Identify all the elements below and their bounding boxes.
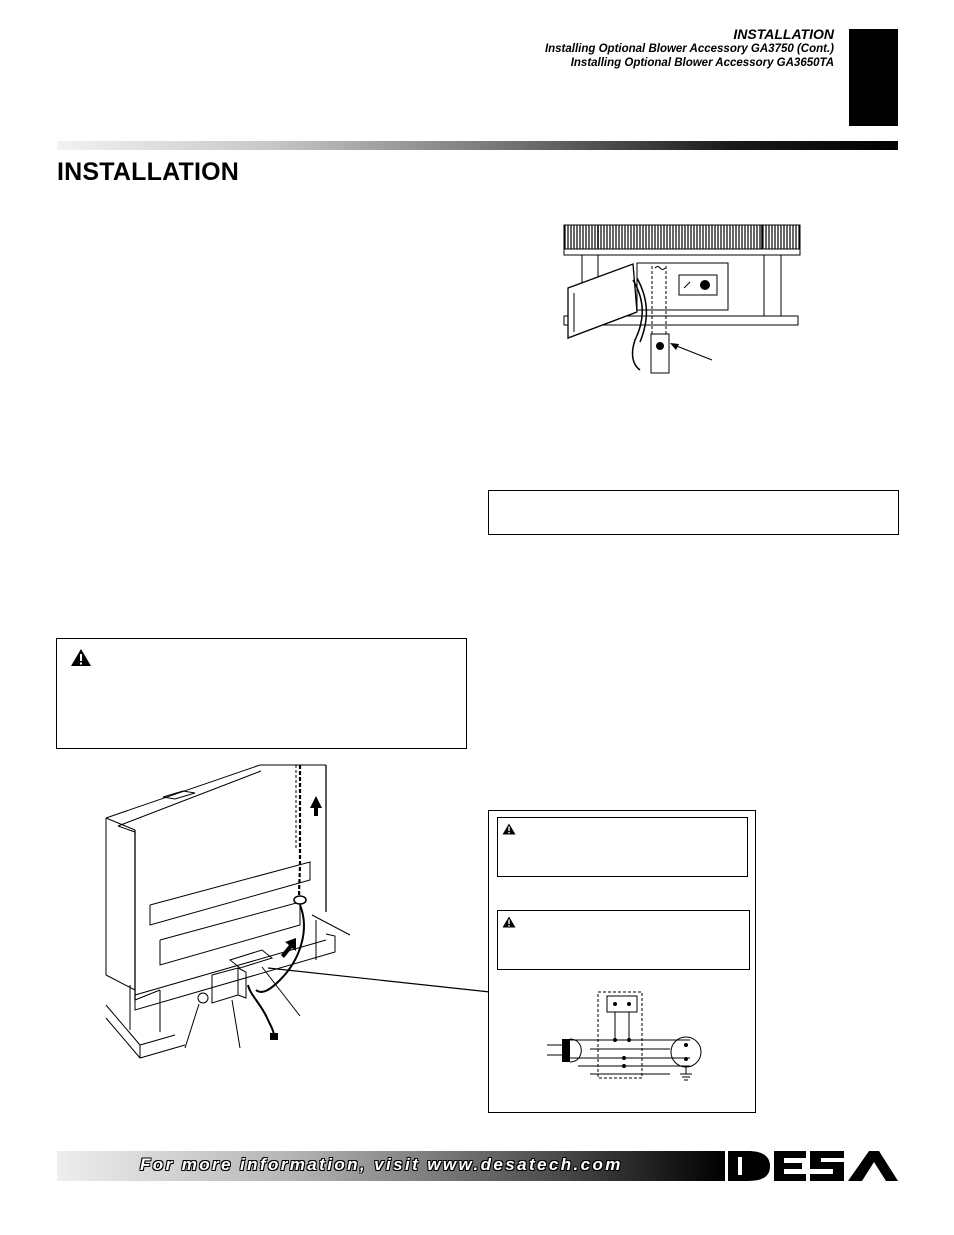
warning-box xyxy=(56,638,467,749)
section-tab xyxy=(849,29,898,126)
page-title: INSTALLATION xyxy=(57,158,240,186)
warning-triangle-icon xyxy=(502,823,516,835)
header-subtitle-2: Installing Optional Blower Accessory GA3… xyxy=(570,57,834,69)
header-rule xyxy=(57,141,898,150)
header-subtitle-1: Installing Optional Blower Accessory GA3… xyxy=(544,43,834,55)
wiring-warning-box-2 xyxy=(497,910,750,970)
wiring-warning-box-1 xyxy=(497,817,748,877)
note-box xyxy=(488,490,899,535)
warning-triangle-icon xyxy=(71,649,91,666)
footer-bar xyxy=(57,1151,725,1181)
wiring-diagram-box xyxy=(488,810,756,1113)
footer-website-text: For more information, visit www.desatech… xyxy=(140,1155,623,1174)
desa-logo xyxy=(728,1151,898,1181)
header-block: INSTALLATION Installing Optional Blower … xyxy=(545,26,834,70)
warning-triangle-icon xyxy=(502,916,516,928)
header-section-title: INSTALLATION xyxy=(733,26,834,42)
